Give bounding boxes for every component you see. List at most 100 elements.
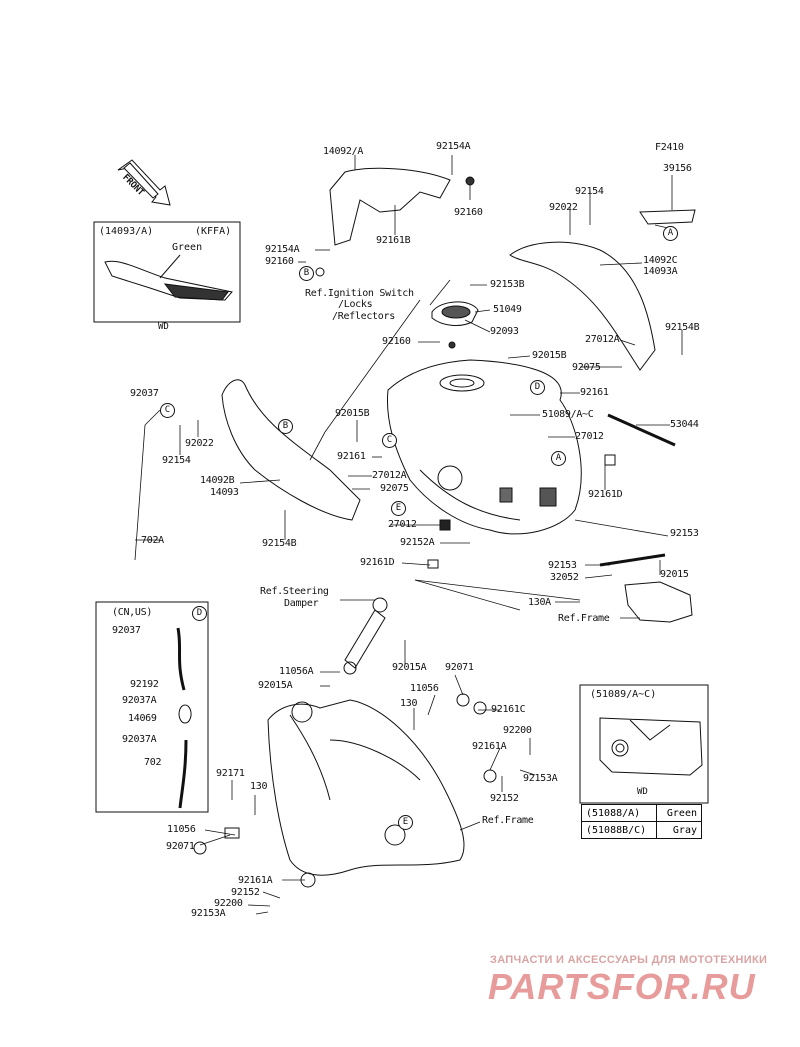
part-label: 92160 [382, 336, 411, 347]
part-label: Ref.Ignition Switch [305, 288, 414, 299]
inset-51089-title: (51089/A~C) [590, 689, 657, 700]
part-label: 92153 [670, 528, 699, 539]
part-label: 39156 [663, 163, 692, 174]
watermark-logo: PARTSFOR.RU [488, 966, 756, 1007]
part-label: 51089/A~C [542, 409, 594, 420]
part-label: 27012A [585, 334, 620, 345]
part-label: 130 [400, 698, 418, 709]
part-label: 92015A [258, 680, 293, 691]
part-label: 11056 [167, 824, 196, 835]
part-label: 92075 [380, 483, 409, 494]
part-label: 92161 [580, 387, 609, 398]
part-label: Ref.Frame [482, 815, 534, 826]
part-label: 92015 [660, 569, 689, 580]
part-label: 27012 [388, 519, 417, 530]
callout-d-mid: D [530, 380, 545, 395]
part-label: 92154A [436, 141, 471, 152]
table-row: (51088B/C) Gray [581, 821, 702, 839]
part-label: 92153A [191, 908, 226, 919]
table-row: (51088/A) Green [581, 804, 702, 822]
part-label: Ref.Frame [558, 613, 610, 624]
part-label: 53044 [670, 419, 699, 430]
callout-a-mid: A [551, 451, 566, 466]
inset-51089-box [579, 684, 709, 804]
callout-b-top: B [299, 266, 314, 281]
part-label: 92161D [360, 557, 395, 568]
part-label: 92152 [231, 887, 260, 898]
callout-a-top: A [663, 226, 678, 241]
callout-e-bot: E [398, 815, 413, 830]
part-label: 92037 [130, 388, 159, 399]
inset-kffa-variant: (KFFA) [195, 226, 232, 237]
part-label: 92153B [490, 279, 525, 290]
callout-c-left: C [160, 403, 175, 418]
part-label: 32052 [550, 572, 579, 583]
inset-51089-footer: WD [637, 787, 648, 797]
part-label: Ref.Steering [260, 586, 329, 597]
table-cell-part: (51088/A) [581, 804, 657, 822]
part-label: 92161D [588, 489, 623, 500]
part-label: 92022 [185, 438, 214, 449]
table-cell-color: Green [656, 804, 702, 822]
part-label: 92071 [166, 841, 195, 852]
part-label: 92152A [400, 537, 435, 548]
callout-d-inset: D [192, 606, 207, 621]
part-label: 92022 [549, 202, 578, 213]
part-label: 27012A [372, 470, 407, 481]
part-label: 11056 [410, 683, 439, 694]
fuel-tank [386, 359, 582, 535]
callout-e-mid: E [391, 501, 406, 516]
part-label: 92015A [392, 662, 427, 673]
part-label: 14092C [643, 255, 678, 266]
part-label: 27012 [575, 431, 604, 442]
part-label: 92161C [491, 704, 526, 715]
part-label: 51049 [493, 304, 522, 315]
table-cell-color: Gray [656, 821, 702, 839]
part-label: /Locks [338, 299, 373, 310]
part-label: 130 [250, 781, 268, 792]
inset-kffa-footer: WD [158, 322, 169, 332]
inset-kffa-title: (14093/A) [99, 226, 154, 237]
part-label: /Reflectors [332, 311, 395, 322]
part-label: 14092B [200, 475, 235, 486]
part-label: 92192 [130, 679, 159, 690]
part-label: 92154 [162, 455, 191, 466]
part-label: 14092/A [323, 146, 364, 157]
part-label: 92200 [214, 898, 243, 909]
part-label: 92171 [216, 768, 245, 779]
inset-kffa-box [93, 221, 241, 323]
part-label: 92152 [490, 793, 519, 804]
callout-c-mid: C [382, 433, 397, 448]
part-label: 92154B [262, 538, 297, 549]
inset-cnus-box [95, 601, 209, 813]
frame [267, 699, 465, 876]
part-label: 92161B [376, 235, 411, 246]
part-label: 92160 [454, 207, 483, 218]
part-label: 92161 [337, 451, 366, 462]
page-code: F2410 [655, 142, 684, 153]
part-label: 92161A [238, 875, 273, 886]
part-label: 92153A [523, 773, 558, 784]
part-label: 702 [144, 757, 162, 768]
part-label: 14069 [128, 713, 157, 724]
part-label: 92154 [575, 186, 604, 197]
part-label: 92071 [445, 662, 474, 673]
inset-kffa-color: Green [172, 242, 203, 253]
part-label: 92153 [548, 560, 577, 571]
front-arrow-icon [117, 159, 171, 206]
watermark-tagline: ЗАПЧАСТИ И АКСЕССУАРЫ ДЛЯ МОТОТЕХНИКИ [490, 954, 768, 966]
part-label: (CN,US) [112, 607, 153, 618]
part-label: 92015B [335, 408, 370, 419]
part-label: 92160 [265, 256, 294, 267]
table-cell-part: (51088B/C) [581, 821, 657, 839]
part-label: 92161A [472, 741, 507, 752]
part-label: 92037 [112, 625, 141, 636]
part-label: 14093A [643, 266, 678, 277]
part-label: 92154B [665, 322, 700, 333]
callout-b-mid: B [278, 419, 293, 434]
part-label: 92093 [490, 326, 519, 337]
part-label: 11056A [279, 666, 314, 677]
part-label: 702A [141, 535, 164, 546]
